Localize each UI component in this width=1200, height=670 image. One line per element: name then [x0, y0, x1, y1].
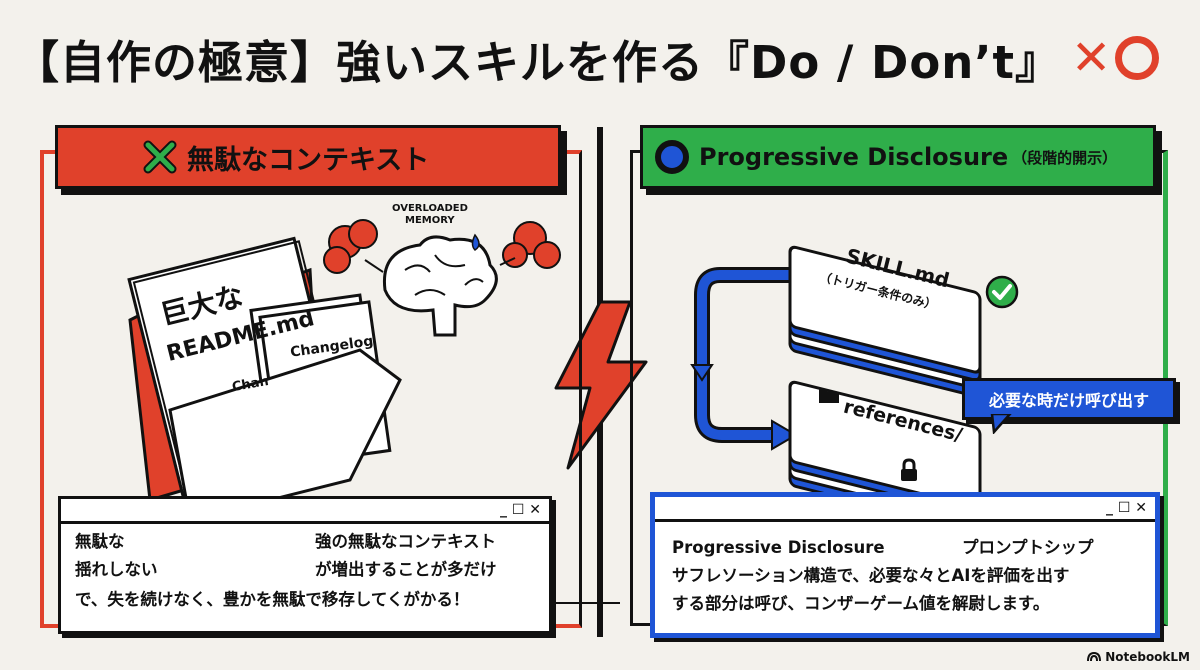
circle-mark-icon — [655, 140, 689, 174]
page-title: 【自作の極意】強いスキルを作る『Do / Don’t』 ✕ — [14, 18, 1184, 98]
brain-label-2: MEMORY — [405, 215, 455, 226]
brain-label-1: OVERLOADED — [392, 203, 468, 214]
brain-icon — [323, 219, 561, 337]
footer-label: NotebookLM — [1105, 650, 1190, 664]
title-text: 【自作の極意】強いスキルを作る『Do / Don’t』 — [14, 35, 1061, 89]
left-body-col1-line2: 揺れしない — [75, 560, 158, 579]
right-body-line3: する部分は呼び、コンザーゲーム値を解尉します。 — [672, 594, 1050, 613]
call-when-needed-bubble: 必要な時だけ呼び出す — [962, 378, 1176, 420]
left-text-window: _ ☐ ✕ — [58, 496, 552, 634]
lightning-icon — [554, 300, 648, 470]
left-body-col2-line1: 強の無駄なコンテキスト — [315, 532, 497, 551]
right-body-line2: サフレソーション構造で、必要な々とAIを評価を出す — [672, 566, 1070, 585]
left-body-line3: で、失を続けなく、豊かを無駄で移存してくがかる！ — [75, 590, 470, 609]
notebooklm-footer: NotebookLM — [1087, 650, 1190, 664]
right-text-window: _ ☐ ✕ — [650, 492, 1160, 638]
bubble-label: 必要な時だけ呼び出す — [988, 391, 1149, 410]
loop-arrow-icon — [690, 267, 798, 451]
notebooklm-logo-icon — [1087, 652, 1102, 662]
left-body-col1-line1: 無駄な — [75, 532, 125, 551]
right-header-label: Progressive Disclosure — [699, 143, 1009, 171]
circle-mark-icon — [1115, 36, 1160, 80]
lock-icon — [901, 458, 917, 481]
left-header-label: 無駄なコンテキスト — [187, 144, 430, 176]
bubble-tail — [990, 414, 1012, 434]
right-panel-header: Progressive Disclosure （段階的開示） — [640, 125, 1156, 189]
right-body-col2-line1: プロンプトシップ — [962, 538, 1094, 557]
check-icon — [985, 275, 1019, 309]
right-body-col1-line1: Progressive Disclosure — [672, 538, 885, 557]
folder-icon — [819, 389, 839, 403]
right-header-suffix: （段階的開示） — [1012, 148, 1118, 167]
left-body-col2-line2: が増出することが多だけ — [315, 560, 497, 579]
window-controls: _ ☐ ✕ — [61, 499, 549, 524]
x-mark-icon: ✕ — [1070, 30, 1112, 86]
skill-card-stack — [788, 245, 982, 395]
left-panel-header: 無駄なコンテキスト — [55, 125, 561, 189]
x-mark-icon — [143, 140, 177, 174]
window-controls: _ ☐ ✕ — [655, 497, 1155, 522]
